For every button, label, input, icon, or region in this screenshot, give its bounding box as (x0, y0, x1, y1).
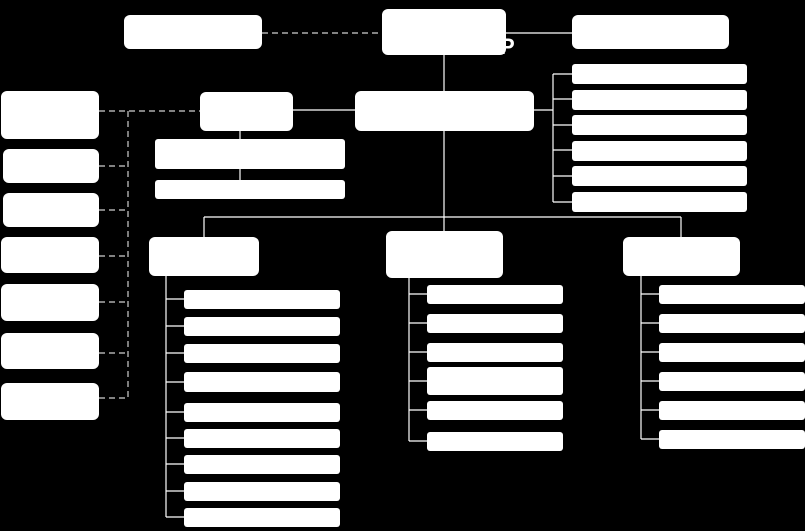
middle-dept-item-6 (427, 432, 563, 451)
middle-dept-item-5 (427, 401, 563, 420)
node-secondary-sub-2 (155, 180, 345, 199)
node-left-3 (3, 193, 99, 227)
node-left-7 (1, 383, 99, 420)
node-left-6 (1, 333, 99, 369)
node-secondary-sub-1 (155, 139, 345, 169)
middle-dept-item-3 (427, 343, 563, 362)
node-main (355, 91, 534, 131)
right-list-item-1 (572, 64, 747, 84)
left-dept-item-2 (184, 317, 340, 336)
right-dept-item-6 (659, 430, 805, 449)
node-dept-middle (386, 231, 503, 278)
right-list-item-6 (572, 192, 747, 212)
middle-dept-item-2 (427, 314, 563, 333)
node-left-5 (1, 284, 99, 321)
node-left-2 (3, 149, 99, 183)
node-secondary (200, 92, 293, 131)
node-left-4 (1, 237, 99, 273)
middle-dept-item-4 (427, 367, 563, 395)
node-dept-right (623, 237, 740, 276)
left-dept-item-8 (184, 482, 340, 501)
left-dept-item-6 (184, 429, 340, 448)
right-dept-item-5 (659, 401, 805, 420)
left-dept-item-9 (184, 508, 340, 527)
left-dept-item-1 (184, 290, 340, 309)
right-dept-item-4 (659, 372, 805, 391)
right-list-item-5 (572, 166, 747, 186)
left-dept-item-3 (184, 344, 340, 363)
right-dept-item-2 (659, 314, 805, 333)
left-dept-item-4 (184, 372, 340, 392)
node-dept-left (149, 237, 259, 276)
right-dept-item-1 (659, 285, 805, 304)
right-list-item-2 (572, 90, 747, 110)
left-dept-item-7 (184, 455, 340, 474)
node-advisory (124, 15, 262, 49)
middle-dept-item-1 (427, 285, 563, 304)
right-list-item-4 (572, 141, 747, 161)
left-dept-item-5 (184, 403, 340, 422)
node-left-1 (1, 91, 99, 139)
right-list-item-3 (572, 115, 747, 135)
node-root (382, 9, 506, 55)
node-top-right (572, 15, 729, 49)
right-dept-item-3 (659, 343, 805, 362)
